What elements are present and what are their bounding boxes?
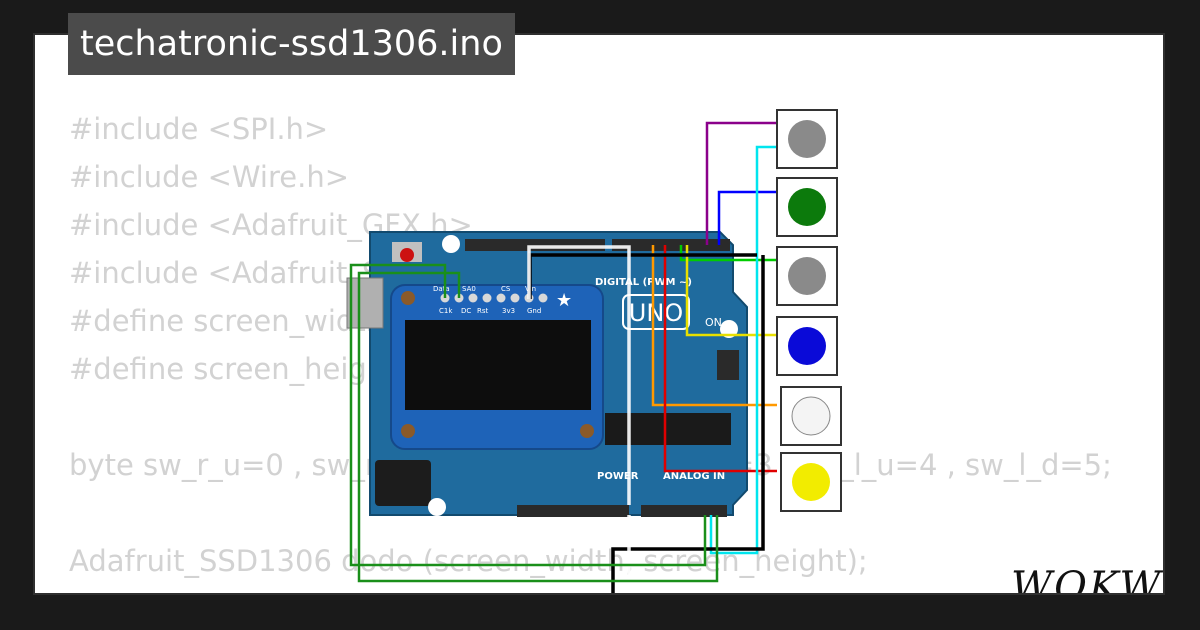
board-model-label: UNO	[629, 299, 683, 327]
oled-ssd1306-module[interactable]: Data SA0 CS Vin C1k DC Rst 3v3 Gnd ★	[390, 284, 604, 450]
on-label: ON	[705, 316, 722, 329]
code-line: #include <SPI.h>	[69, 112, 329, 146]
wires	[349, 121, 777, 593]
circuit-diagram: UNO ON DIGITAL (PWM ~) POWER ANALOG IN	[346, 109, 842, 593]
pushbutton-6[interactable]	[780, 452, 842, 512]
oled-label-cs: CS	[501, 285, 511, 293]
pushbutton-4[interactable]	[776, 316, 838, 376]
wokwi-logo: WOKWi	[1011, 564, 1165, 595]
code-line: Adafruit_SSD1306 dodo (screen_width, scr…	[69, 544, 868, 578]
analog-label: ANALOG IN	[663, 471, 725, 482]
pushbutton-3[interactable]	[776, 246, 838, 306]
pushbutton-1[interactable]	[776, 109, 838, 169]
file-title: techatronic-ssd1306.ino	[68, 13, 515, 75]
code-line: #include <Adafruit_GFX.h>	[69, 208, 473, 242]
oled-label-data: Data	[433, 285, 450, 293]
code-line: #include <Wire.h>	[69, 160, 350, 194]
oled-label-3v3: 3v3	[502, 307, 515, 315]
power-label: POWER	[597, 471, 639, 482]
oled-label-dc: DC	[461, 307, 471, 315]
oled-label-sa0: SA0	[462, 285, 476, 293]
canvas-frame: #include <SPI.h> #include <Wire.h> #includ…	[33, 33, 1165, 595]
oled-label-gnd: Gnd	[527, 307, 541, 315]
pushbutton-5[interactable]	[780, 386, 842, 446]
oled-label-rst: Rst	[477, 307, 489, 315]
oled-label-clk: C1k	[439, 307, 453, 315]
pushbutton-2[interactable]	[776, 177, 838, 237]
code-line: void setup() {	[69, 585, 1112, 593]
star-icon: ★	[556, 290, 572, 311]
digital-label: DIGITAL (PWM ~)	[595, 277, 692, 288]
pushbutton-group	[776, 109, 842, 512]
